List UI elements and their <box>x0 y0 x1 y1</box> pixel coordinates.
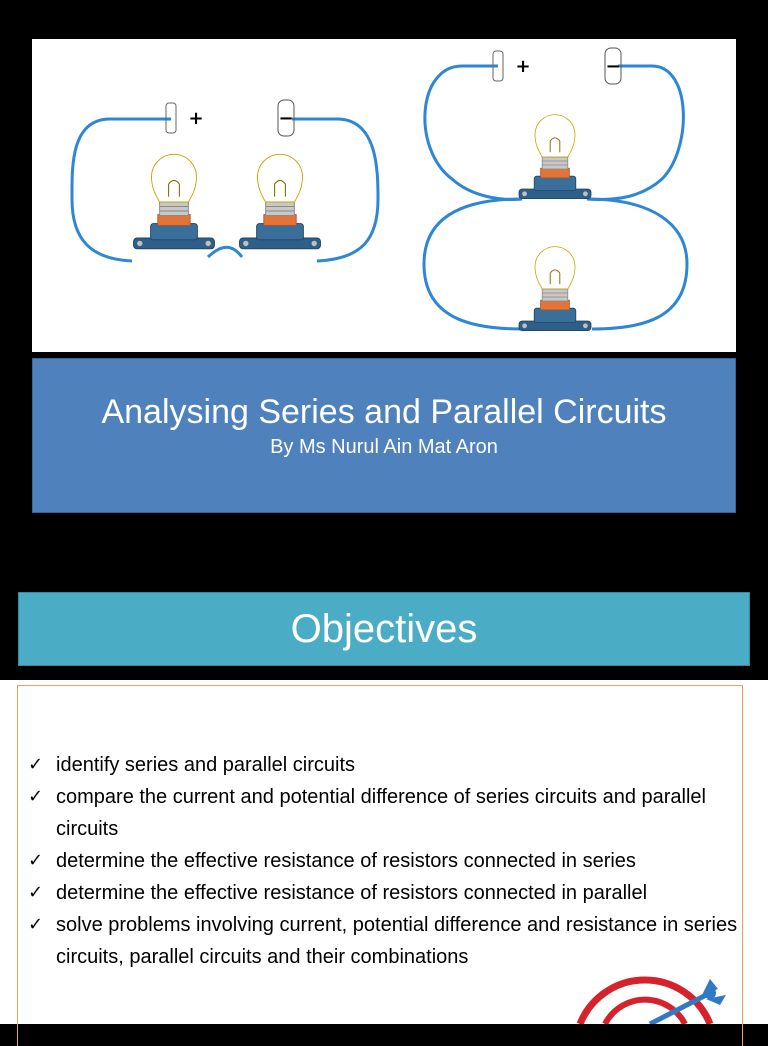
objectives-heading: Objectives <box>18 592 750 666</box>
objective-text: solve problems involving current, potent… <box>56 914 738 968</box>
objective-text: compare the current and potential differ… <box>56 786 706 840</box>
bulb-icon <box>132 153 216 250</box>
bulb-icon <box>518 114 592 200</box>
circuit-illustration <box>32 39 736 352</box>
target-dart-icon <box>560 975 730 1027</box>
list-item: ✓ solve problems involving current, poten… <box>28 909 740 973</box>
objective-text: identify series and parallel circuits <box>56 754 356 776</box>
list-item: ✓ determine the effective resistance of r… <box>28 845 740 877</box>
objectives-list: ✓ identify series and parallel circuits ✓… <box>28 749 740 973</box>
checkmark-icon: ✓ <box>28 786 44 807</box>
list-item: ✓ compare the current and potential diffe… <box>28 781 740 845</box>
checkmark-icon: ✓ <box>28 754 44 775</box>
bulb-icon <box>518 246 592 332</box>
slide-2-body <box>0 680 768 1046</box>
list-item: ✓ determine the effective resistance of r… <box>28 877 740 909</box>
bulb-icon <box>238 153 322 250</box>
battery-icon <box>165 99 295 137</box>
list-item: ✓ identify series and parallel circuits <box>28 749 740 781</box>
checkmark-icon: ✓ <box>28 850 44 871</box>
content-frame <box>17 685 743 1046</box>
objective-text: determine the effective resistance of re… <box>56 850 636 872</box>
slide-2: Objectives <box>0 565 768 1046</box>
checkmark-icon: ✓ <box>28 914 44 935</box>
title-box: Analysing Series and Parallel Circuits B… <box>32 358 736 513</box>
slide-title: Analysing Series and Parallel Circuits <box>101 392 667 431</box>
checkmark-icon: ✓ <box>28 882 44 903</box>
battery-icon <box>492 47 622 85</box>
slide-subtitle: By Ms Nurul Ain Mat Aron <box>270 435 498 458</box>
objective-text: determine the effective resistance of re… <box>56 882 648 904</box>
slide-1: Analysing Series and Parallel Circuits B… <box>32 39 736 513</box>
